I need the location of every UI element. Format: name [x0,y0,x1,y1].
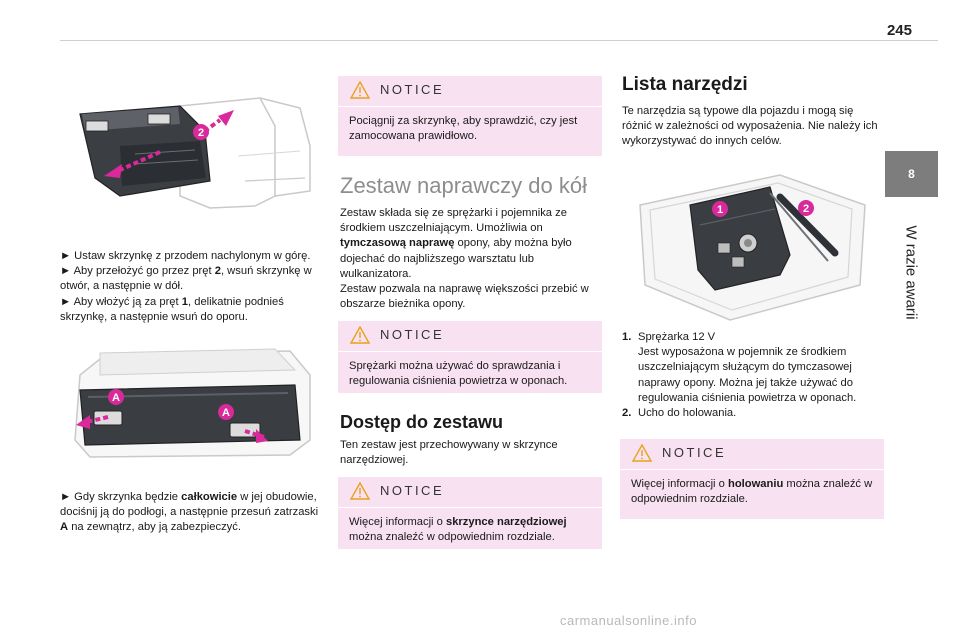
chapter-title: W razie awarii [902,224,920,320]
callout-a-right: A [222,407,230,419]
notice-label: NOTICE [380,82,445,97]
callout-1: 1 [717,204,723,216]
image-box-latches: A A [60,345,318,470]
kit-description: Zestaw składa się ze sprężarki i pojemni… [340,207,589,311]
notice-label: NOTICE [380,483,445,498]
notice-text: Pociągnij za skrzynkę, aby sprawdzić, cz… [349,115,578,143]
notice-text: Więcej informacji o holowaniu można znal… [631,478,873,506]
callout-2: 2 [803,203,809,215]
chapter-tab[interactable]: 8 [885,151,938,197]
heading-repair-kit: Zestaw naprawczy do kół [340,173,587,198]
notice-towing: NOTICE Więcej informacji o holowaniu moż… [620,439,884,519]
steps-install: ► Ustaw skrzynkę z przodem nachylonym w … [60,250,312,323]
warning-icon [350,482,370,500]
header-rule [60,40,938,41]
warning-icon [350,81,370,99]
list-item: 2. Ucho do holowania. [622,407,737,420]
notice-text: Więcej informacji o skrzynce narzędziowe… [349,516,567,544]
image-box-install: 2 [60,86,318,234]
warning-icon [350,326,370,344]
image-toolbox: 1 2 [620,165,882,330]
notice-label: NOTICE [662,445,727,460]
watermark[interactable]: carmanualsonline.info [560,613,697,628]
tools-intro: Te narzędzia są typowe dla pojazdu i mog… [622,105,878,148]
notice-toolbox: NOTICE Więcej informacji o skrzynce narz… [338,477,602,549]
heading-tools: Lista narzędzi [622,74,748,95]
notice-pull-box: NOTICE Pociągnij za skrzynkę, aby sprawd… [338,76,602,156]
warning-icon [632,444,652,462]
heading-access: Dostęp do zestawu [340,412,504,432]
box-install-illustration: 2 [79,97,311,209]
callout-2: 2 [198,127,204,139]
chapter-number: 8 [908,167,915,181]
notice-text: Sprężarki można używać do sprawdzania i … [349,360,568,388]
steps-secure: ► Gdy skrzynka będzie całkowicie w jej o… [60,491,319,534]
page-number: 245 [886,22,912,39]
callout-a-left: A [112,392,120,404]
toolbox-illustration: 1 2 [639,174,866,321]
notice-compressor: NOTICE Sprężarki można używać do sprawdz… [338,321,602,393]
latches-illustration: A A [74,348,311,458]
notice-label: NOTICE [380,327,445,342]
access-text: Ten zestaw jest przechowywany w skrzynce… [340,439,558,467]
